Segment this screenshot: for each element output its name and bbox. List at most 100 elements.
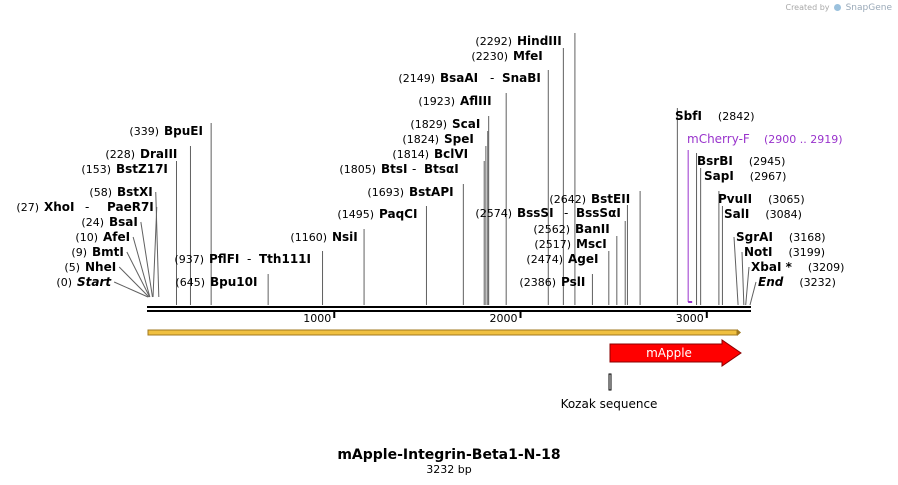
site-draiii: (228) DraIII <box>105 147 177 161</box>
site-mfei: (2230) MfeI <box>471 49 542 63</box>
site-position: (2642) <box>549 193 586 206</box>
site-sapi: SapI(2967) <box>704 169 786 183</box>
site-position: (1814) <box>392 148 429 161</box>
site-name: BstZ17I <box>116 162 168 176</box>
site-dash: - <box>85 200 89 214</box>
site-afei: (10)AfeI <box>75 230 130 244</box>
site-line <box>126 251 151 298</box>
site-name: SbfI <box>675 109 702 123</box>
site-position: (9) <box>71 246 87 259</box>
site-bsssi: (2574) BssSI-BssSαI <box>475 206 620 220</box>
primer-range: (2900 .. 2919) <box>764 133 843 146</box>
site-name: SalI <box>724 207 749 221</box>
site-position: (3232) <box>799 276 836 289</box>
site-name: AgeI <box>568 252 598 266</box>
site-name: NsiI <box>332 230 358 244</box>
site-name: XbaI * <box>751 260 793 274</box>
site-position: (2230) <box>471 50 508 63</box>
site-lines <box>113 33 757 306</box>
site-name: BsaAI <box>440 71 478 85</box>
feature-arrow <box>609 339 742 367</box>
site-bclvi: (1814) BclVI <box>392 147 468 161</box>
feature-label: Kozak sequence <box>561 397 658 411</box>
site-nsii: (1160)NsiI <box>290 230 357 244</box>
site-name: ScaI <box>452 117 480 131</box>
tick-label: 3000 <box>676 312 704 325</box>
site-name: PvuII <box>718 192 752 206</box>
site-position: (3065) <box>768 193 805 206</box>
site-agei: (2474)AgeI <box>526 252 598 266</box>
site-sbfi: SbfI(2842) <box>675 109 755 123</box>
site-name: HindIII <box>517 34 562 48</box>
backbone <box>147 306 751 312</box>
site-name: MfeI <box>513 49 543 63</box>
site-name: BssSI <box>517 206 554 220</box>
primer-mcherry-f: mCherry-F (2900 .. 2919) <box>687 132 843 303</box>
map-title: mApple-Integrin-Beta1-N-18 <box>337 447 560 463</box>
site-bstz17i: (153) BstZ17I <box>81 162 167 176</box>
site-position: (2967) <box>750 170 787 183</box>
site-name: BsrBI <box>697 154 733 168</box>
site-btsi: (1805)BtsI-BtsαI <box>339 162 458 176</box>
tick-label: 2000 <box>490 312 518 325</box>
site-name: XhoI <box>44 200 75 214</box>
site-position: (1693) <box>367 186 404 199</box>
site-banii: (2562) BanII <box>533 222 609 236</box>
primer-name: mCherry-F <box>687 132 750 146</box>
site-position: (27) <box>16 201 39 214</box>
site-name: DraIII <box>140 147 177 161</box>
site-bsaai: (2149)BsaAI-SnaBI <box>398 71 540 85</box>
site-name: AflIII <box>460 94 492 108</box>
site-position: (3084) <box>765 208 802 221</box>
snapgene-credit: Created by SnapGene <box>785 3 892 13</box>
site-name: PaqCI <box>379 207 417 221</box>
site-name: SgrAI <box>736 230 773 244</box>
site-position: (1923) <box>418 95 455 108</box>
site-position: (3168) <box>789 231 826 244</box>
site-name-alt: BtsαI <box>424 162 459 176</box>
site-psli: (2386)PslI <box>519 275 585 289</box>
site-bmti: (9)BmtI <box>71 245 123 259</box>
site-name: End <box>758 275 784 289</box>
site-position: (1495) <box>337 208 374 221</box>
feature-mapple: mApple <box>609 339 742 367</box>
site-bstxi: (58)BstXI <box>89 185 152 199</box>
site-xbai: XbaI * (3209) <box>751 260 844 274</box>
site-position: (2574) <box>475 207 512 220</box>
site-position: (339) <box>129 125 159 138</box>
site-position: (153) <box>81 163 111 176</box>
site-labels: (0)Start(5)NheI(9)BmtI(10)AfeI(24)BsaI(2… <box>16 34 844 303</box>
site-line <box>741 251 745 306</box>
tick-3000: 3000 <box>676 310 708 325</box>
site-scai: (1829)ScaI <box>410 117 480 131</box>
site-dash: - <box>247 252 251 266</box>
site-name: Start <box>77 275 112 289</box>
site-line <box>749 281 757 306</box>
site-name: BclVI <box>434 147 468 161</box>
site-name: BanII <box>575 222 610 236</box>
site-position: (2386) <box>519 276 556 289</box>
site-afliii: (1923) AflIII <box>418 94 491 108</box>
site-position: (937) <box>174 253 204 266</box>
site-line <box>140 221 153 298</box>
site-pvuii: PvuII (3065) <box>718 192 805 206</box>
site-pflfi: (937)PflFI-Tth111I <box>174 252 311 266</box>
credit-prefix: Created by <box>785 3 830 12</box>
site-position: (228) <box>105 148 135 161</box>
site-sali: SalI (3084) <box>724 207 802 221</box>
site-position: (2562) <box>533 223 570 236</box>
site-name: BpuEI <box>164 124 203 138</box>
site-dash: - <box>412 162 416 176</box>
site-name: NheI <box>85 260 116 274</box>
site-name: AfeI <box>103 230 130 244</box>
site-sgrai: SgrAI (3168) <box>736 230 825 244</box>
site-bsrbi: BsrBI(2945) <box>697 154 785 168</box>
site-dash: - <box>564 206 568 220</box>
site-bsteii: (2642)BstEII <box>549 192 630 206</box>
site-position: (3209) <box>808 261 845 274</box>
site-name-alt: BssSαI <box>576 206 621 220</box>
site-bsai: (24)BsaI <box>81 215 137 229</box>
site-position: (5) <box>64 261 80 274</box>
tick-label: 1000 <box>303 312 331 325</box>
